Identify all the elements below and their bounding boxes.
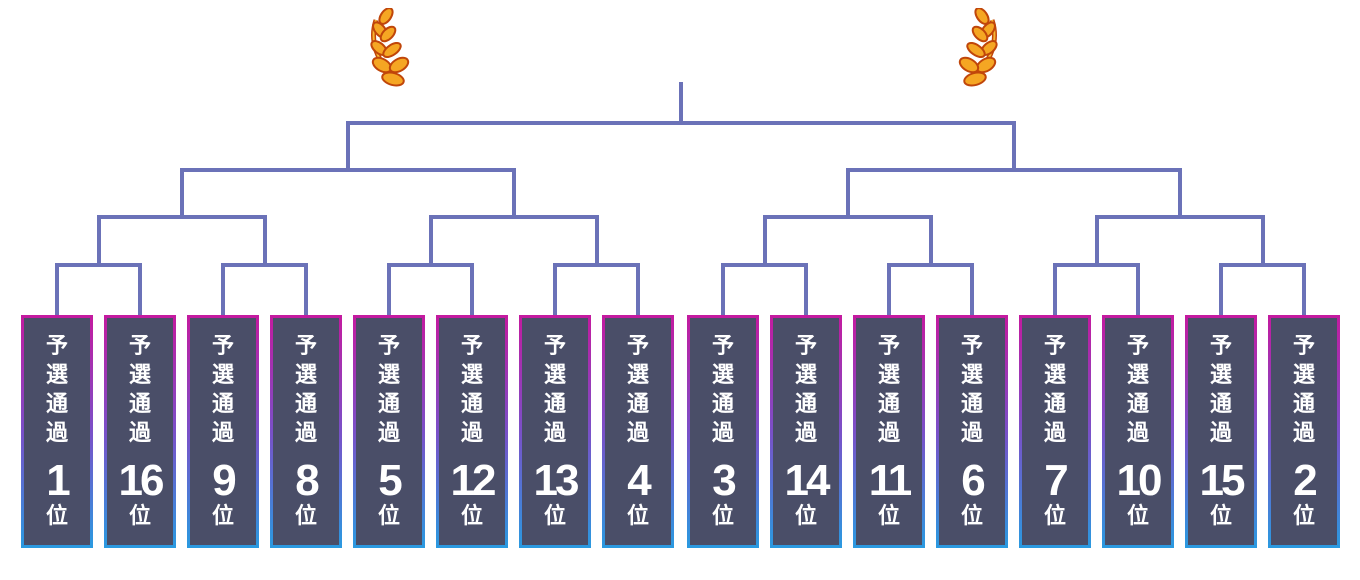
seed-label: 予選通過 — [626, 334, 649, 446]
seed-box: 予選通過 1 位 — [21, 315, 93, 548]
seed-box: 予選通過 12 位 — [436, 315, 508, 548]
seed-rank: 9 — [212, 456, 236, 505]
seed-box: 予選通過 9 位 — [187, 315, 259, 548]
connector-semi-left — [180, 168, 516, 219]
seed-label: 予選通過 — [294, 334, 317, 446]
laurel-left-icon — [370, 8, 410, 87]
seed-label: 予選通過 — [377, 334, 400, 446]
seed-box: 予選通過 3 位 — [687, 315, 759, 548]
seed-rank: 4 — [627, 456, 651, 505]
seed-rank: 2 — [1293, 456, 1317, 505]
seed-rank: 12 — [450, 456, 497, 505]
seed-rank: 15 — [1199, 456, 1246, 505]
seed-rank: 14 — [784, 456, 831, 505]
seed-rank: 3 — [712, 456, 736, 505]
connector-r1-5 — [721, 263, 808, 317]
seed-rank-suffix: 位 — [45, 504, 68, 529]
seed-rank-suffix: 位 — [794, 504, 817, 529]
seed-rank-suffix: 位 — [543, 504, 566, 529]
connector-r1-8 — [1219, 263, 1306, 317]
seed-label: 予選通過 — [794, 334, 817, 446]
seed-rank: 16 — [118, 456, 165, 505]
connector-semi-right — [846, 168, 1182, 219]
seed-rank: 6 — [961, 456, 985, 505]
connector-qf-3 — [763, 215, 933, 267]
seed-rank-suffix: 位 — [294, 504, 317, 529]
connector-r1-4 — [553, 263, 640, 317]
connector-qf-1 — [97, 215, 267, 267]
seed-rank-suffix: 位 — [711, 504, 734, 529]
laurel-right-icon — [958, 8, 998, 87]
seed-rank-suffix: 位 — [1043, 504, 1066, 529]
seed-label: 予選通過 — [460, 334, 483, 446]
seed-box: 予選通過 2 位 — [1268, 315, 1340, 548]
connector-r1-1 — [55, 263, 142, 317]
seed-box: 予選通過 13 位 — [519, 315, 591, 548]
seed-label: 予選通過 — [1209, 334, 1232, 446]
seed-rank: 8 — [295, 456, 319, 505]
connector-r1-2 — [221, 263, 308, 317]
seed-box: 予選通過 5 位 — [353, 315, 425, 548]
seed-box: 予選通過 7 位 — [1019, 315, 1091, 548]
seed-rank: 5 — [378, 456, 402, 505]
seed-rank-suffix: 位 — [960, 504, 983, 529]
seed-rank: 13 — [533, 456, 580, 505]
seed-label: 予選通過 — [1043, 334, 1066, 446]
seed-box: 予選通過 15 位 — [1185, 315, 1257, 548]
seed-rank-suffix: 位 — [128, 504, 151, 529]
seed-rank-suffix: 位 — [877, 504, 900, 529]
seed-box: 予選通過 10 位 — [1102, 315, 1174, 548]
seed-rank-suffix: 位 — [626, 504, 649, 529]
connector-qf-2 — [429, 215, 599, 267]
seed-rank: 7 — [1044, 456, 1068, 505]
seed-label: 予選通過 — [960, 334, 983, 446]
seed-label: 予選通過 — [543, 334, 566, 446]
seed-rank: 11 — [868, 456, 913, 505]
seed-box: 予選通過 4 位 — [602, 315, 674, 548]
seed-label: 予選通過 — [128, 334, 151, 446]
seed-rank-suffix: 位 — [1209, 504, 1232, 529]
seed-box: 予選通過 8 位 — [270, 315, 342, 548]
connector-final — [346, 82, 1016, 172]
seed-rank-suffix: 位 — [1126, 504, 1149, 529]
connector-r1-6 — [887, 263, 974, 317]
seed-box: 予選通過 11 位 — [853, 315, 925, 548]
seed-box: 予選通過 14 位 — [770, 315, 842, 548]
seed-rank: 1 — [46, 456, 70, 505]
seed-box: 予選通過 6 位 — [936, 315, 1008, 548]
seed-rank-suffix: 位 — [211, 504, 234, 529]
seed-label: 予選通過 — [877, 334, 900, 446]
bracket-connectors — [55, 82, 1306, 317]
seed-rank-suffix: 位 — [1292, 504, 1315, 529]
connector-qf-4 — [1095, 215, 1265, 267]
seed-label: 予選通過 — [711, 334, 734, 446]
seed-label: 予選通過 — [1126, 334, 1149, 446]
seed-label: 予選通過 — [211, 334, 234, 446]
seed-label: 予選通過 — [1292, 334, 1315, 446]
seed-label: 予選通過 — [45, 334, 68, 446]
seed-rank-suffix: 位 — [377, 504, 400, 529]
seed-rank-suffix: 位 — [460, 504, 483, 529]
seed-box: 予選通過 16 位 — [104, 315, 176, 548]
connector-r1-7 — [1053, 263, 1140, 317]
connector-r1-3 — [387, 263, 474, 317]
seed-rank: 10 — [1116, 456, 1163, 505]
